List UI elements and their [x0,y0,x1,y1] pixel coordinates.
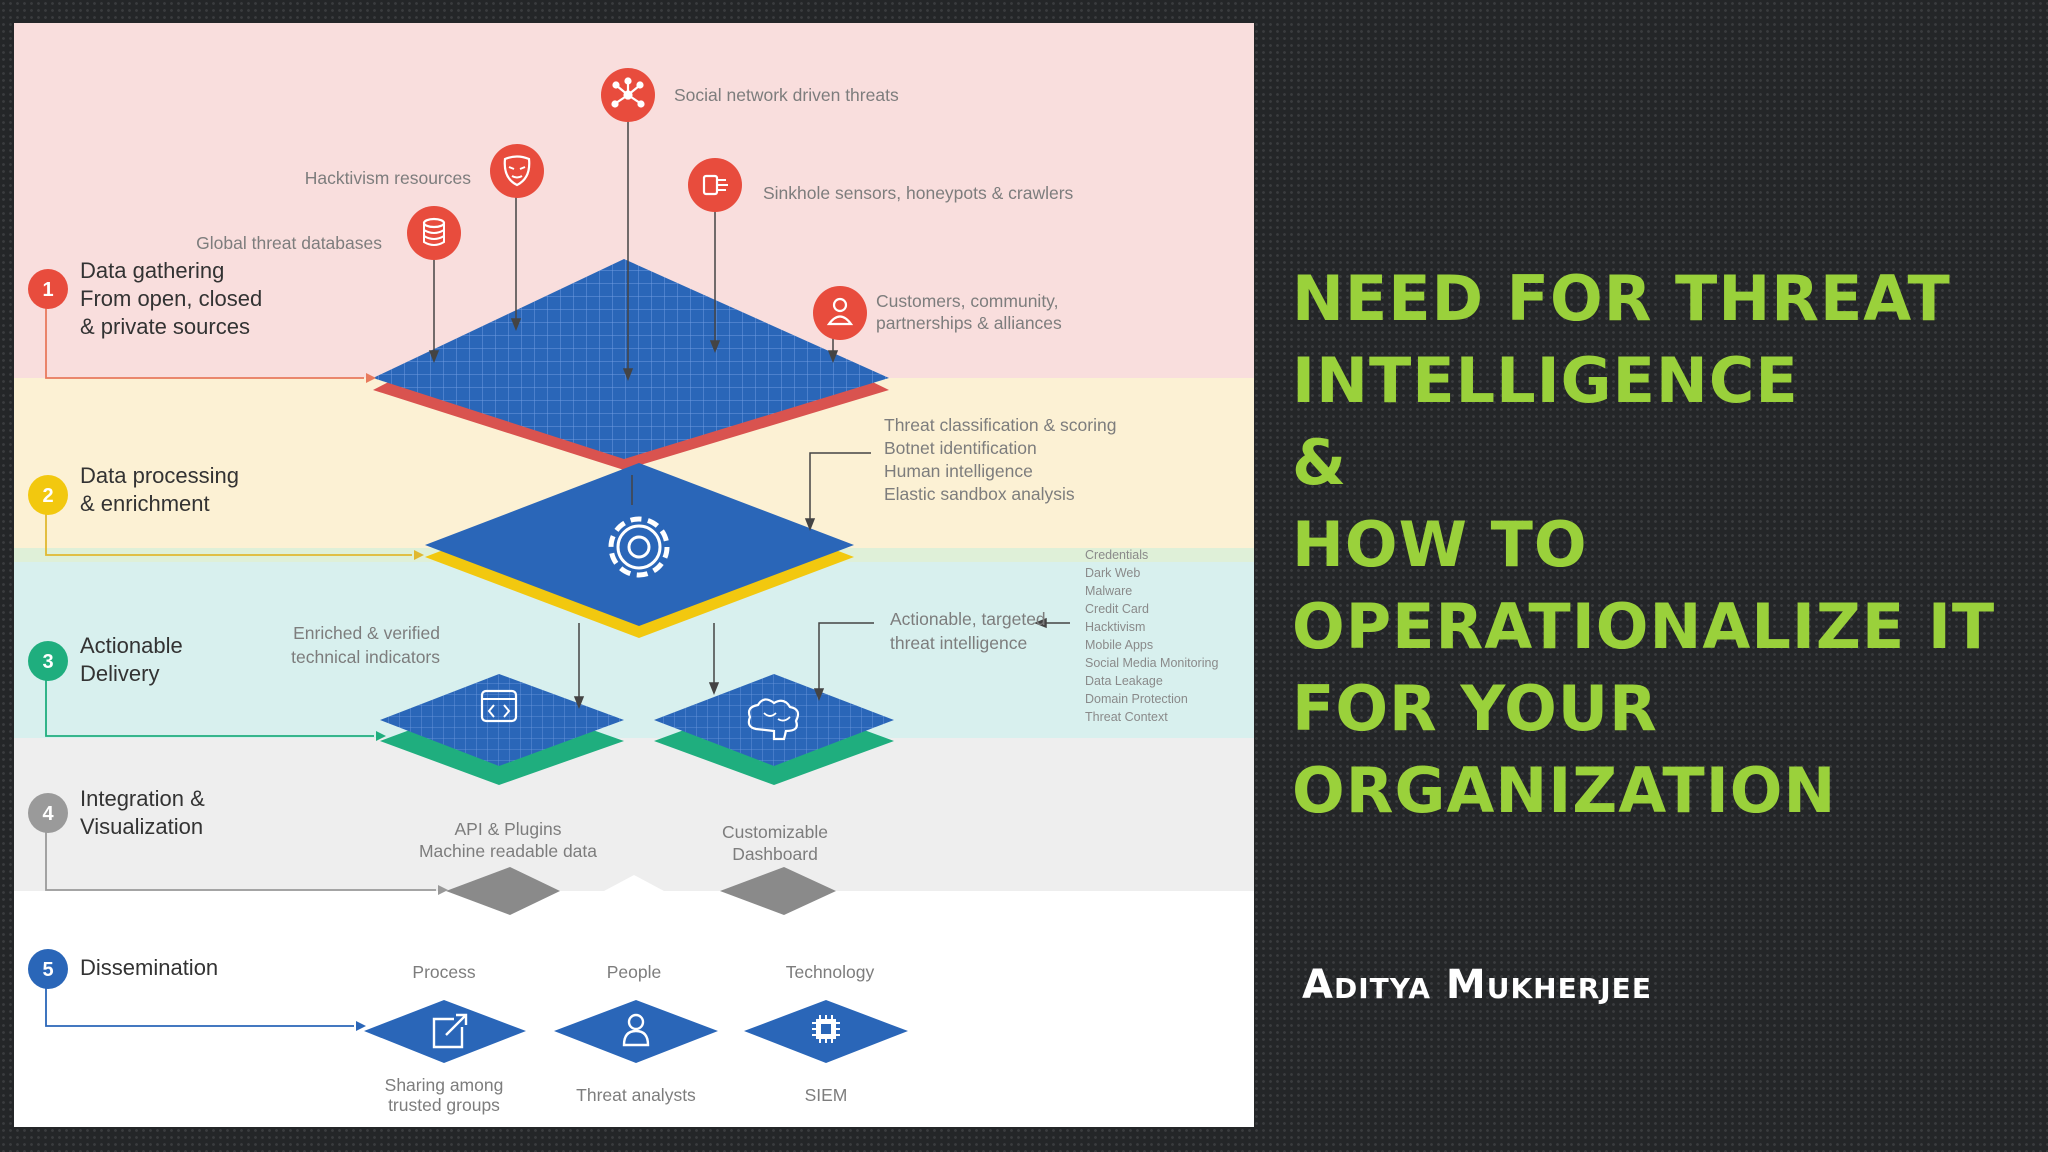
slide-title-line: HOW TO [1292,508,1588,581]
dashboard-label: Customizable [722,822,828,842]
processing-item: Human intelligence [884,461,1033,481]
category-item: Hacktivism [1085,620,1145,634]
processing-item: Threat classification & scoring [884,415,1116,435]
stage-3-marker: 3 [28,641,68,681]
source-label-sinkhole: Sinkhole sensors, honeypots & crawlers [763,183,1074,203]
dashboard-platform [654,674,894,766]
category-item: Threat Context [1085,710,1168,724]
slide-title: NEED FOR THREAT INTELLIGENCE & HOW TO OP… [1292,258,2032,832]
share-icon [432,1013,468,1049]
brain-icon [747,698,800,741]
process-bottom-label: Sharing among [385,1075,504,1095]
sensor-icon [688,158,742,212]
band-integration [14,738,1254,891]
category-item: Dark Web [1085,566,1140,580]
chip-icon [812,1015,840,1043]
stage-5-marker: 5 [28,949,68,989]
stage-3-label-line: Actionable [80,633,183,658]
actionable-label: Actionable, targeted [890,609,1046,629]
stage-2-marker: 2 [28,475,68,515]
gear-icon [608,516,670,578]
processing-item: Elastic sandbox analysis [884,484,1075,504]
svg-text:5: 5 [42,959,53,981]
source-label-social: Social network driven threats [674,85,899,105]
actionable-label: threat intelligence [890,633,1027,653]
category-item: Mobile Apps [1085,638,1153,652]
processing-platform [425,463,854,626]
stage-1-label-line: From open, closed [80,286,262,311]
process-top-label: Process [412,962,475,982]
stage-1-label-line: & private sources [80,314,250,339]
slide-title-line: & [1292,426,1348,499]
svg-text:4: 4 [42,803,54,825]
source-label-customers: Customers, community, [876,291,1059,311]
person-lock-icon [813,286,867,340]
diagram-canvas: 1 2 3 4 5 Data gathering From open, clos… [14,23,1254,1115]
technology-bottom-label: SIEM [805,1085,848,1105]
source-label-customers: partnerships & alliances [876,313,1062,333]
category-item: Credentials [1085,548,1148,562]
stage-1-marker: 1 [28,269,68,309]
api-label: API & Plugins [455,819,562,839]
category-item: Data Leakage [1085,674,1163,688]
processing-item: Botnet identification [884,438,1037,458]
stage-4-marker: 4 [28,793,68,833]
enriched-label: technical indicators [291,647,440,667]
api-label: Machine readable data [419,841,597,861]
svg-text:2: 2 [42,485,53,507]
technology-top-label: Technology [786,962,875,982]
api-output-platform [446,867,560,915]
dashboard-output-platform [720,867,836,915]
slide-title-line: OPERATIONALIZE IT [1292,590,1996,663]
source-label-hacktivism: Hacktivism resources [305,168,472,188]
svg-text:3: 3 [42,651,53,673]
slide-title-line: NEED FOR THREAT [1292,262,1951,335]
process-platform [364,1000,526,1063]
people-top-label: People [607,962,662,982]
people-bottom-label: Threat analysts [576,1085,696,1105]
author-name: Aditya Mukherjee [1302,962,1652,1008]
mask-icon [490,144,544,198]
gathering-platform [373,259,889,459]
dashboard-label: Dashboard [732,844,818,864]
stage-3-label-line: Delivery [80,661,159,686]
process-bottom-label: trusted groups [388,1095,500,1115]
stage-4-label-line: Visualization [80,814,203,839]
category-item: Malware [1085,584,1132,598]
database-icon [407,206,461,260]
stage-2-label-line: Data processing [80,463,239,488]
threat-intel-diagram: 1 2 3 4 5 Data gathering From open, clos… [14,23,1254,1127]
slide-title-line: FOR YOUR [1292,672,1658,745]
slide-title-line: ORGANIZATION [1292,754,1837,827]
person-icon [622,1013,650,1047]
stage-flow-lines [45,299,436,1027]
stage-flow-arrows [356,373,448,1031]
stage-1-label-line: Data gathering [80,258,224,283]
svg-text:1: 1 [42,279,53,301]
enriched-label: Enriched & verified [293,623,440,643]
slide-title-line: INTELLIGENCE [1292,344,1799,417]
stage-5-label-line: Dissemination [80,955,218,980]
category-item: Social Media Monitoring [1085,656,1218,670]
network-icon [601,68,655,122]
code-window-icon [480,689,518,723]
category-item: Credit Card [1085,602,1149,616]
category-item: Domain Protection [1085,692,1188,706]
source-label-global-db: Global threat databases [196,233,382,253]
stage-4-label-line: Integration & [80,786,205,811]
stage-2-label-line: & enrichment [80,491,210,516]
